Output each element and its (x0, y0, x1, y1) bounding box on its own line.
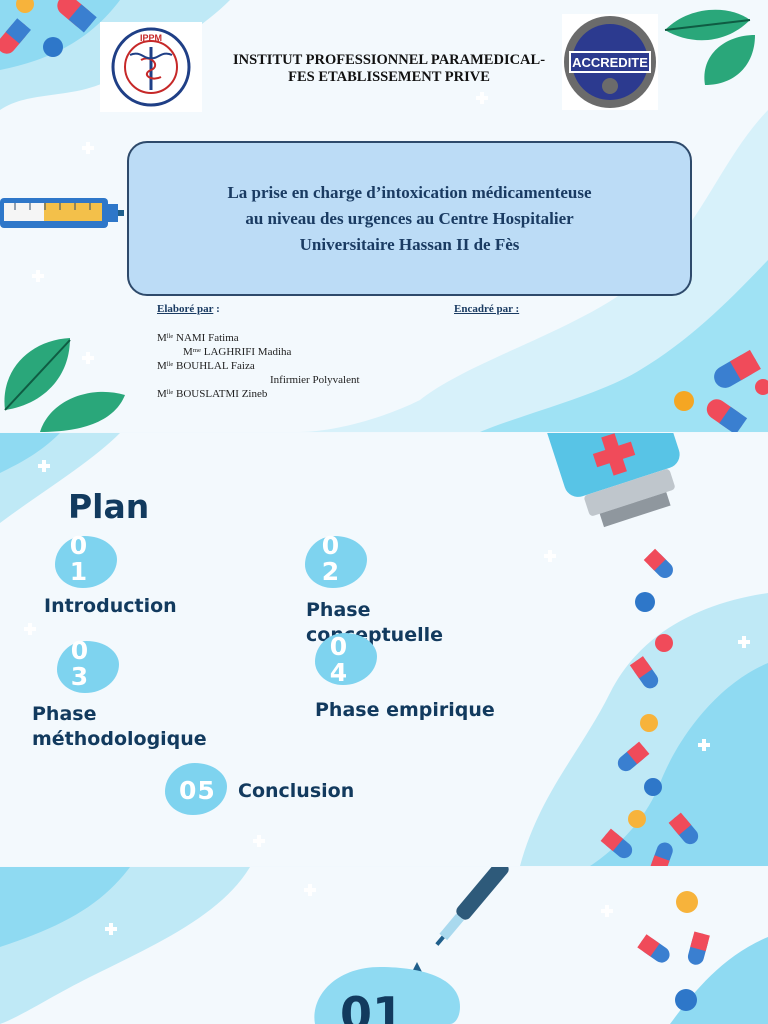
item-label-conclusion: Conclusion (238, 780, 355, 802)
accredite-logo: ACCREDITE (562, 14, 658, 110)
item-label-introduction: Introduction (44, 595, 177, 617)
accredite-text: ACCREDITE (572, 55, 648, 70)
item-number-03: 03 (70, 636, 90, 691)
ippm-logo: IPPM (100, 22, 202, 112)
slide-title: IPPM INSTITUT PROFESSIONNEL PARAMEDICAL-… (0, 0, 768, 432)
elabore-label: Elaboré par (157, 303, 214, 315)
slide2-background (0, 433, 768, 866)
institution-name: INSTITUT PROFESSIONNEL PARAMEDICAL-FES E… (232, 52, 546, 85)
svg-text:IPPM: IPPM (140, 33, 162, 43)
item-label-phase-methodologique: Phase méthodologique (32, 703, 207, 750)
supervisor-role: Infirmier Polyvalent (270, 374, 360, 386)
encadre-par: Encadré par : (454, 303, 520, 315)
section-number: 01 (340, 987, 405, 1024)
title-box: La prise en charge d’intoxication médica… (127, 141, 692, 296)
author-2: Mᵐᵉ LAGHRIFI Madiha (183, 346, 292, 358)
blob-01 (55, 536, 117, 588)
author-3: Mˡˡᵉ BOUHLAL Faiza (157, 360, 255, 372)
item-number-01: 01 (69, 531, 89, 586)
slide3-background (0, 867, 768, 1024)
blob-04 (315, 633, 377, 685)
plan-title: Plan (68, 487, 150, 526)
author-1: Mˡˡᵉ NAMI Fatima (157, 332, 239, 344)
blob-03 (57, 641, 119, 693)
accredite-logo-graphic: ACCREDITE (564, 16, 656, 108)
item-label-phase-empirique: Phase empirique (315, 699, 495, 721)
slide-section-01: 01 (0, 867, 768, 1024)
elabore-colon: : (213, 303, 220, 315)
blob-05 (165, 763, 227, 815)
presentation-title: La prise en charge d’intoxication médica… (227, 182, 592, 254)
item-number-04: 04 (329, 632, 349, 687)
author-4: Mˡˡᵉ BOUSLATMI Zineb (157, 388, 268, 400)
slide-plan: Plan 01 Introduction 02 Phase conceptuel… (0, 433, 768, 866)
blob-02 (305, 536, 367, 588)
item-number-02: 02 (321, 531, 341, 586)
ippm-logo-graphic: IPPM (111, 27, 191, 107)
elabore-par: Elaboré par : (157, 303, 220, 315)
item-number-05: 05 (179, 776, 216, 805)
